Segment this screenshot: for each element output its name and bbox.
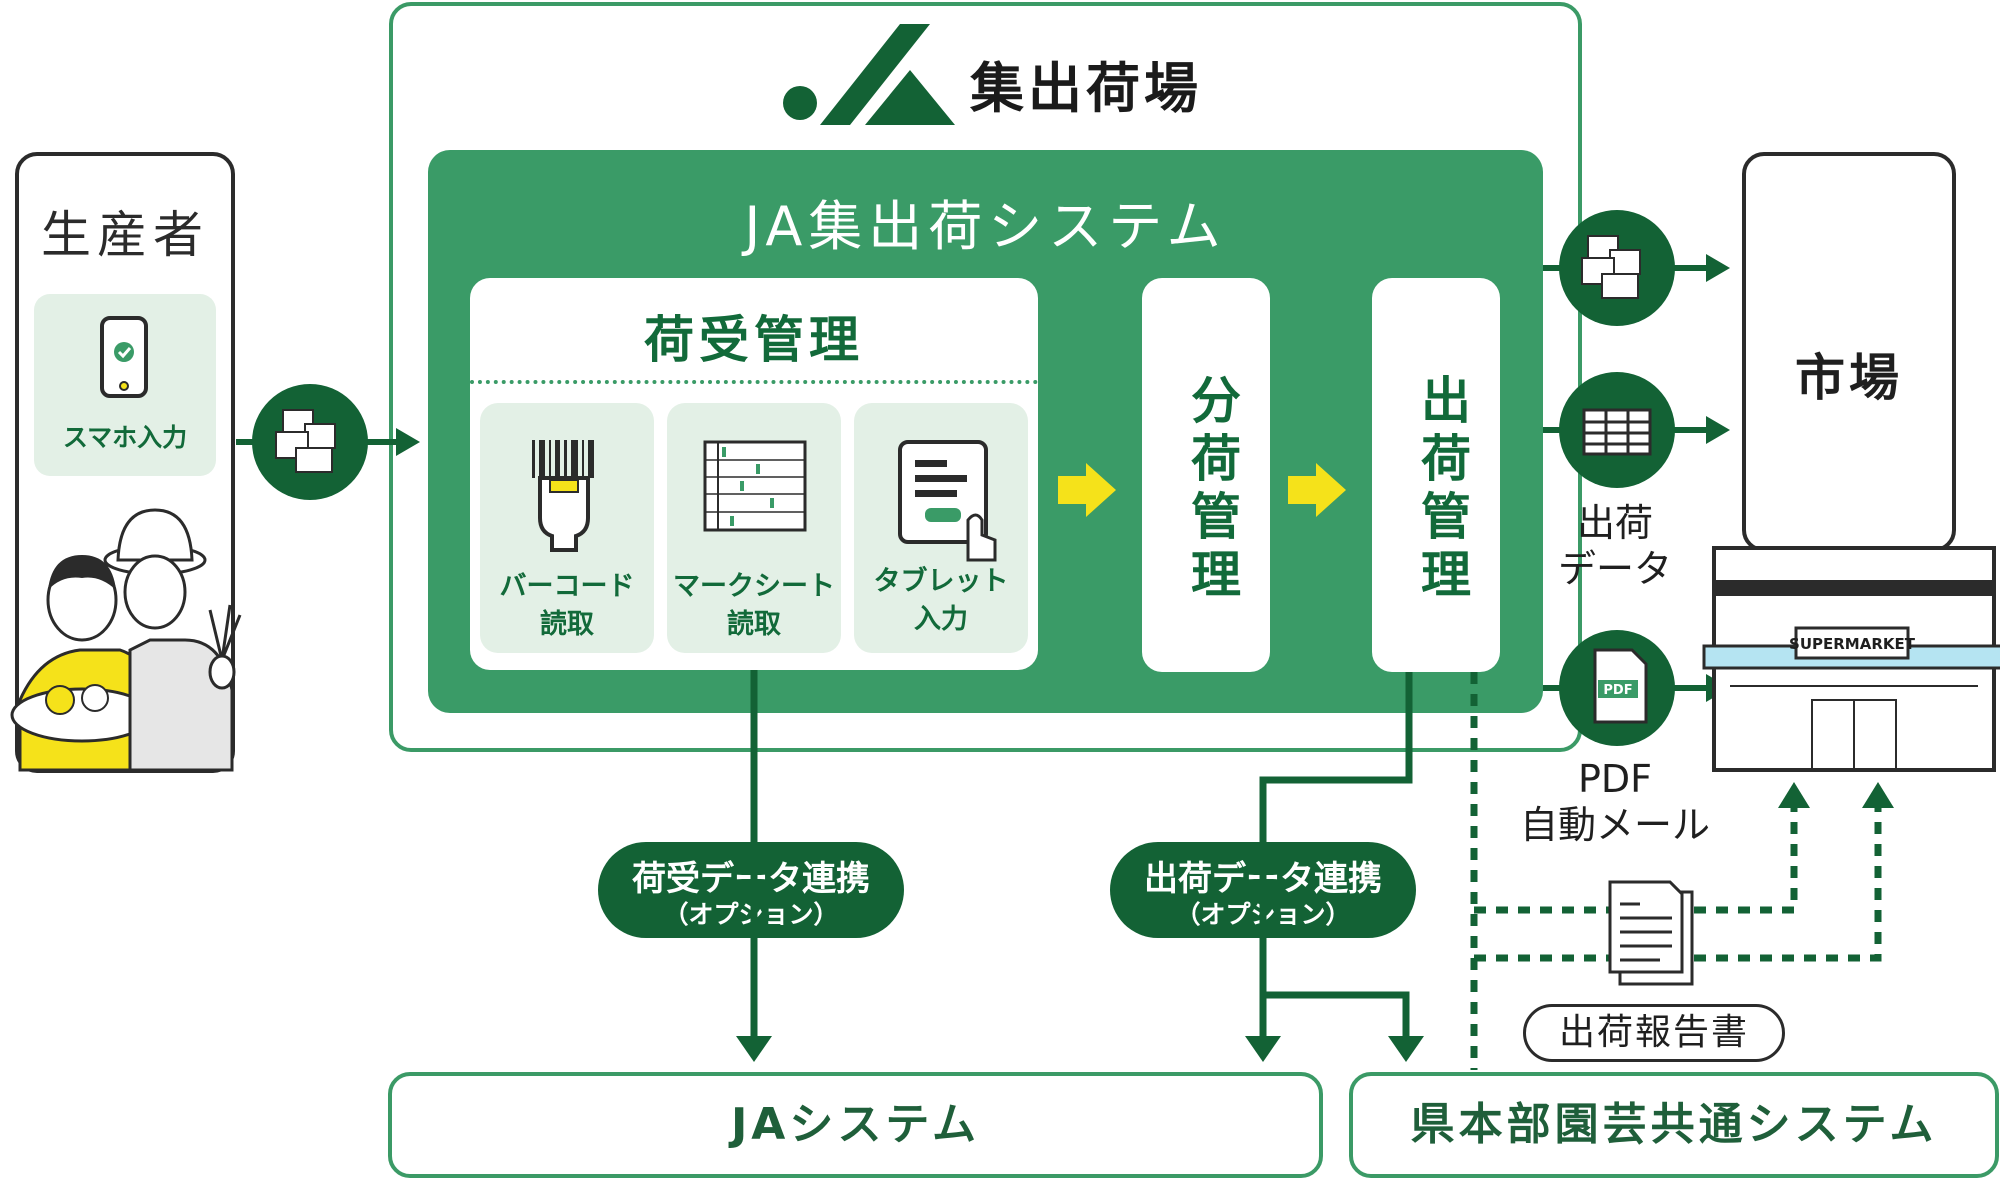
ja-system-box: JAシステム — [388, 1072, 1323, 1178]
ja-logo-icon — [783, 24, 955, 125]
farmers-illustration-icon — [10, 508, 242, 772]
report-document-icon — [1608, 880, 1694, 986]
tablet-label: タブレット入力 — [873, 566, 1009, 635]
facility-title: 集出荷場 — [970, 57, 1202, 120]
barcode-label: バーコード読取 — [499, 571, 635, 640]
barcode-scanner-icon — [532, 440, 594, 552]
ship-link-line — [1259, 672, 1413, 1040]
receive-divider — [470, 380, 1038, 384]
shipping-management-label: 出荷管理 — [1413, 374, 1471, 606]
shipping-data-label: 出荷データ — [1557, 501, 1672, 591]
shipping-report-label: 出荷報告書 — [1523, 1004, 1785, 1062]
smartphone-input-label: スマホ入力 — [62, 423, 188, 452]
data-table-icon — [1582, 408, 1652, 456]
sorting-management-box — [1142, 278, 1270, 672]
supermarket-icon: SUPERMARKET — [1702, 546, 2000, 772]
pdf-icon-text: PDF — [1603, 683, 1632, 698]
prefectural-system-box: 県本部園芸共通システム — [1349, 1072, 1999, 1178]
boxes-icon — [1581, 235, 1641, 299]
shipping-management-box — [1372, 278, 1500, 672]
boxes-icon — [275, 409, 336, 473]
marksheet-label: マークシート読取 — [673, 571, 835, 640]
mark-sheet-icon — [703, 440, 807, 532]
market-title: 市場 — [1795, 349, 1903, 407]
tablet-icon — [898, 440, 997, 562]
market-box — [1742, 152, 1956, 552]
smartphone-icon — [100, 316, 148, 398]
yellow-arrow-icon — [1058, 463, 1346, 517]
sorting-management-label: 分荷管理 — [1183, 374, 1241, 606]
receive-management-title: 荷受管理 — [644, 311, 864, 369]
producer-title: 生産者 — [41, 206, 209, 264]
supermarket-sign: SUPERMARKET — [1789, 635, 1916, 653]
ja-system-title: JA集出荷システム — [744, 195, 1227, 258]
receive-link-line — [736, 670, 772, 1062]
pdf-file-icon: PDF — [1593, 648, 1648, 724]
